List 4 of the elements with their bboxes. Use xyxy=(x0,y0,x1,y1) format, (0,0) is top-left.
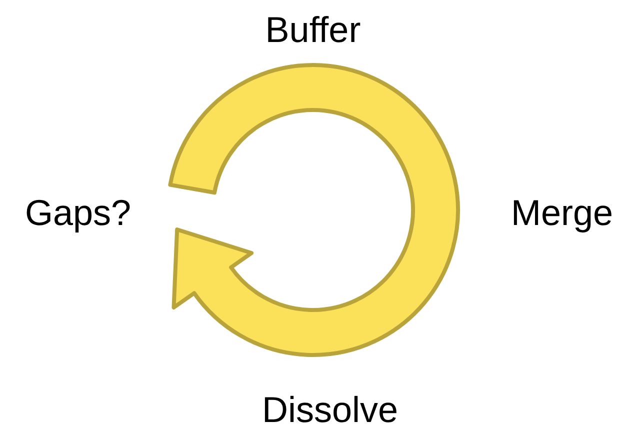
cycle-step-label: Dissolve xyxy=(262,392,398,428)
cycle-step-label: Merge xyxy=(510,195,614,231)
cycle-step-label: Buffer xyxy=(265,12,361,48)
cycle-step-label: Gaps? xyxy=(24,195,132,231)
